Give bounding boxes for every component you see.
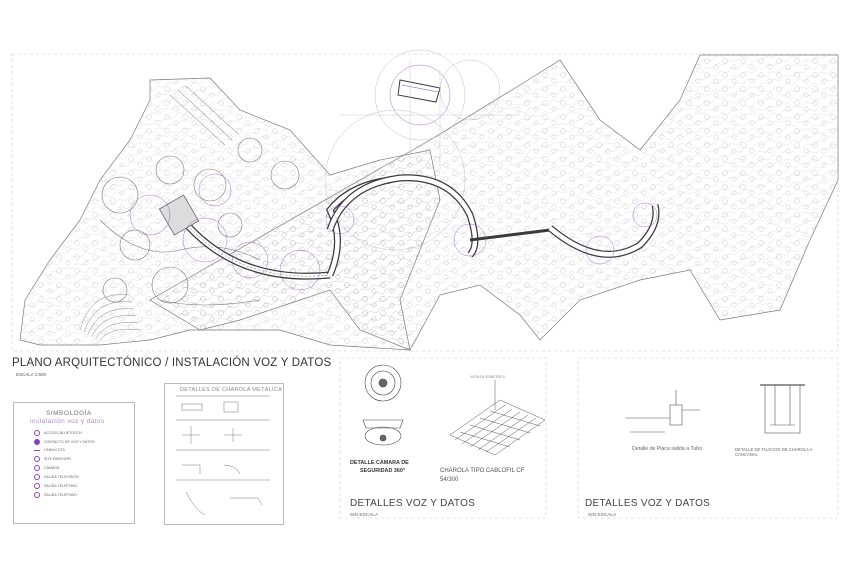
details-mid-scale: SIN ESCALA: [350, 513, 379, 518]
placa-drawing: [625, 390, 700, 433]
pavilion: [397, 79, 441, 103]
legend-subtitle: instalación voz y datos: [30, 418, 105, 425]
charola-caption-line1: CHAROLA TIPO CABLOFIL CF: [440, 468, 525, 474]
charola-title: DETALLES DE CHAROLA METÁLICA: [180, 387, 283, 393]
plan-title: PLANO ARQUITECTÓNICO / INSTALACIÓN VOZ Y…: [12, 357, 332, 369]
cable-tray-drawing: [449, 380, 546, 456]
wifi-symbol-icon: [34, 456, 40, 462]
charola-caption-line2: 54/300: [440, 477, 459, 483]
details-right-title: DETALLES VOZ Y DATOS: [585, 498, 711, 509]
fixing-drawing: [760, 384, 805, 434]
legend-item: SALIDA TELÉFONO: [44, 493, 77, 497]
tv-symbol-icon: [34, 474, 40, 480]
reference-circles: [324, 49, 501, 251]
axis-lines: [340, 60, 520, 170]
garden-paths: [99, 137, 300, 306]
camera-drawing: [362, 364, 404, 446]
phone-symbol-icon: [34, 492, 40, 498]
camera-symbol-icon: [34, 465, 40, 471]
building-arc-right: [547, 204, 660, 258]
parking-strip: [169, 85, 239, 146]
legend-item: CÁMARA: [44, 466, 60, 470]
camera-caption-line1: DETALLE CÁMARA DE: [350, 460, 409, 466]
bluetooth-symbol-icon: [34, 430, 40, 436]
placa-caption: Detalle de Placa salida a Tubo: [632, 446, 703, 452]
isometric-note: VISTA EN ISOMÉTRICO: [470, 375, 506, 379]
legend-item: SALIDA TELEVISIÓN: [44, 475, 79, 479]
middle-detail-frame: [339, 357, 547, 519]
legend-item: CONTACTO DE VOZ Y DATOS: [44, 440, 95, 444]
details-right-scale: SIN ESCALA: [588, 513, 617, 518]
coverage-circles: [129, 64, 658, 291]
plan-scale: ESCALA 1:600: [16, 372, 47, 377]
legend-item: LÍNEA COTA: [44, 448, 65, 452]
charola-table-drawings: [176, 395, 270, 516]
legend-item: ACCESS BLUETOOTH: [44, 431, 82, 435]
line-symbol-icon: [34, 450, 40, 451]
building-arc-center: [326, 174, 551, 258]
charola-table-box: [164, 383, 284, 525]
data-outlet-symbol-icon: [34, 439, 40, 445]
legend-item: SITE PARA WIFI: [44, 457, 71, 461]
right-detail-frame: [577, 357, 839, 519]
fixing-caption: DETALLE DE FIJACIÓN DE CHAROLA A CANCANA…: [735, 447, 813, 457]
camera-caption-line2: SEGURIDAD 360°: [360, 468, 405, 474]
legend-box: [13, 402, 135, 524]
legend-title: SIMBOLOGÍA: [46, 410, 92, 417]
details-mid-title: DETALLES VOZ Y DATOS: [350, 498, 476, 509]
plan-frame: [11, 53, 839, 352]
phone-symbol-icon: [34, 483, 40, 489]
amphitheater: [79, 294, 141, 341]
legend-item: SALIDA TELÉFONO: [44, 484, 77, 488]
